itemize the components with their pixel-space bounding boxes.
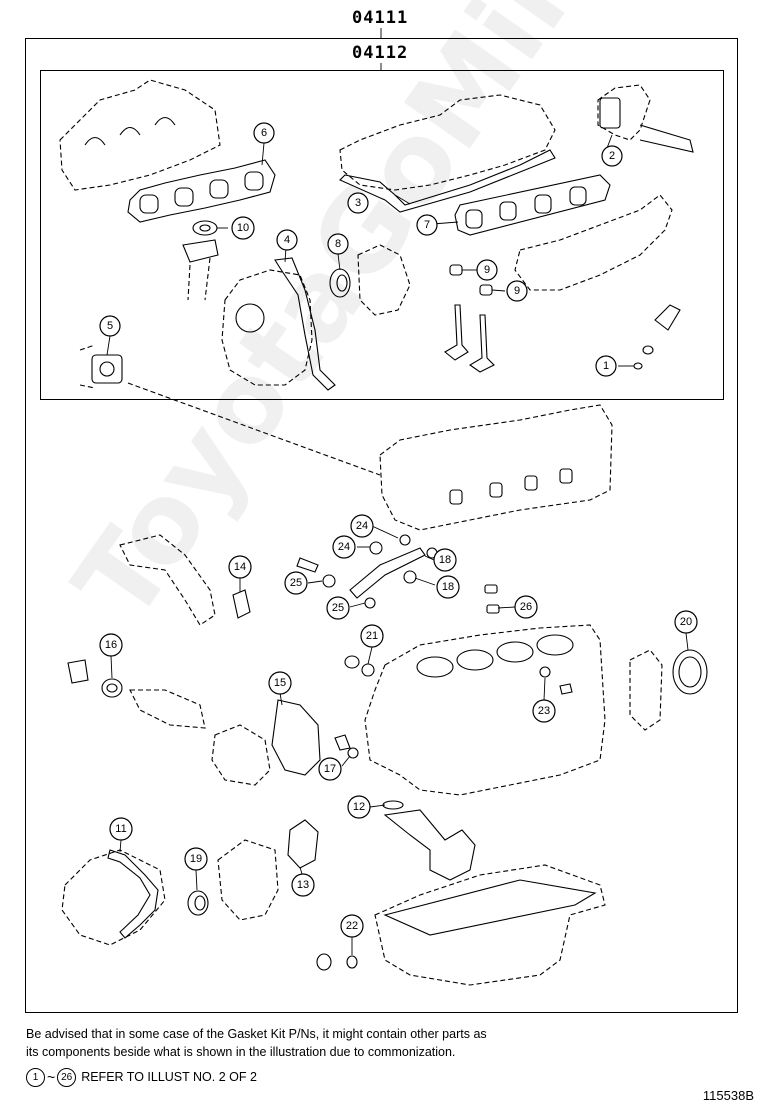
rear-oil-seal	[672, 649, 708, 695]
svg-text:18: 18	[442, 581, 454, 593]
reference-note: 1 ~ 26 REFER TO ILLUST NO. 2 OF 2	[26, 1066, 257, 1088]
svg-text:1: 1	[603, 360, 609, 372]
svg-text:11: 11	[115, 823, 126, 835]
callout-6: 6	[253, 122, 275, 144]
svg-text:15: 15	[274, 677, 286, 689]
svg-text:22: 22	[346, 920, 358, 932]
svg-text:24: 24	[338, 541, 350, 553]
svg-text:7: 7	[424, 219, 430, 231]
callout-19: 19	[184, 847, 208, 871]
head-cover-gasket	[339, 149, 556, 213]
intake-manifold-gasket	[454, 174, 611, 236]
callout-2: 2	[601, 145, 623, 167]
svg-text:25: 25	[290, 577, 302, 589]
callout-15: 15	[268, 671, 292, 695]
callout-5: 5	[99, 315, 121, 337]
svg-text:17: 17	[324, 763, 336, 775]
small-gasket	[91, 354, 123, 384]
svg-text:9: 9	[514, 285, 520, 297]
callout-24a: 24	[350, 514, 374, 538]
callout-18a: 18	[433, 548, 457, 572]
callout-25a: 25	[284, 571, 308, 595]
callout-26: 26	[514, 595, 538, 619]
callout-7: 7	[416, 214, 438, 236]
svg-text:14: 14	[234, 561, 246, 573]
svg-text:4: 4	[284, 234, 290, 246]
intake-manifold	[514, 194, 673, 291]
svg-text:2: 2	[609, 150, 615, 162]
valve	[444, 304, 469, 361]
svg-text:23: 23	[538, 705, 550, 717]
svg-text:10: 10	[237, 222, 249, 234]
svg-text:6: 6	[261, 127, 267, 139]
callout-3: 3	[347, 192, 369, 214]
kit-code-outer: 04111	[352, 8, 409, 28]
water-pump-gasket	[271, 699, 321, 776]
ref-tilde: ~	[47, 1069, 56, 1085]
callout-18b: 18	[436, 575, 460, 599]
outer-kit-frame	[25, 38, 738, 1013]
callout-9a: 9	[476, 259, 498, 281]
callout-22: 22	[340, 914, 364, 938]
timing-cover-gasket	[274, 257, 336, 391]
oil-pump-gasket	[287, 819, 319, 869]
kit-code-inner: 04112	[352, 43, 409, 63]
cylinder-head-cover	[339, 94, 556, 191]
svg-text:8: 8	[335, 238, 341, 250]
manifold-heat-shield	[59, 79, 221, 191]
ref-from-circle: 1	[26, 1067, 45, 1087]
svg-text:19: 19	[190, 853, 202, 865]
commonization-note-line-1: Be advised that in some case of the Gask…	[26, 1027, 487, 1041]
callout-20: 20	[674, 610, 698, 634]
illustration-id: 115538B	[702, 1088, 754, 1103]
callout-24b: 24	[332, 535, 356, 559]
water-outlet	[597, 84, 651, 141]
svg-text:25: 25	[332, 602, 344, 614]
svg-text:12: 12	[353, 801, 365, 813]
callout-17: 17	[318, 757, 342, 781]
svg-text:26: 26	[520, 601, 532, 613]
svg-text:9: 9	[484, 264, 490, 276]
callout-11: 11	[109, 817, 133, 841]
callout-21: 21	[360, 624, 384, 648]
exhaust-manifold-gasket	[127, 159, 276, 223]
cylinder-head	[379, 404, 613, 531]
callout-4: 4	[276, 229, 298, 251]
oil-pan	[374, 864, 606, 986]
commonization-note-line-2: its components beside what is shown in t…	[26, 1045, 456, 1059]
svg-text:3: 3	[355, 197, 361, 209]
callout-8: 8	[327, 233, 349, 255]
svg-text:16: 16	[105, 639, 117, 651]
svg-text:21: 21	[366, 630, 378, 642]
timing-cover	[221, 269, 313, 386]
svg-text:13: 13	[297, 879, 309, 891]
cylinder-block	[364, 624, 606, 796]
svg-text:24: 24	[356, 520, 368, 532]
svg-text:5: 5	[107, 320, 113, 332]
inner-kit-frame	[40, 70, 724, 400]
callout-1: 1	[595, 355, 617, 377]
ref-text: REFER TO ILLUST NO. 2 OF 2	[81, 1070, 257, 1084]
callout-12: 12	[347, 795, 371, 819]
ref-to-circle: 26	[57, 1067, 77, 1087]
timing-gasket	[107, 849, 159, 939]
callout-13: 13	[291, 873, 315, 897]
callout-10: 10	[231, 216, 255, 240]
callout-14: 14	[228, 555, 252, 579]
callout-25b: 25	[326, 596, 350, 620]
callout-16: 16	[99, 633, 123, 657]
svg-text:20: 20	[680, 616, 692, 628]
callout-23: 23	[532, 699, 556, 723]
callout-9b: 9	[506, 280, 528, 302]
oil-strainer	[383, 809, 476, 881]
svg-text:18: 18	[439, 554, 451, 566]
valve	[468, 314, 495, 373]
egr-pipe	[119, 534, 216, 626]
